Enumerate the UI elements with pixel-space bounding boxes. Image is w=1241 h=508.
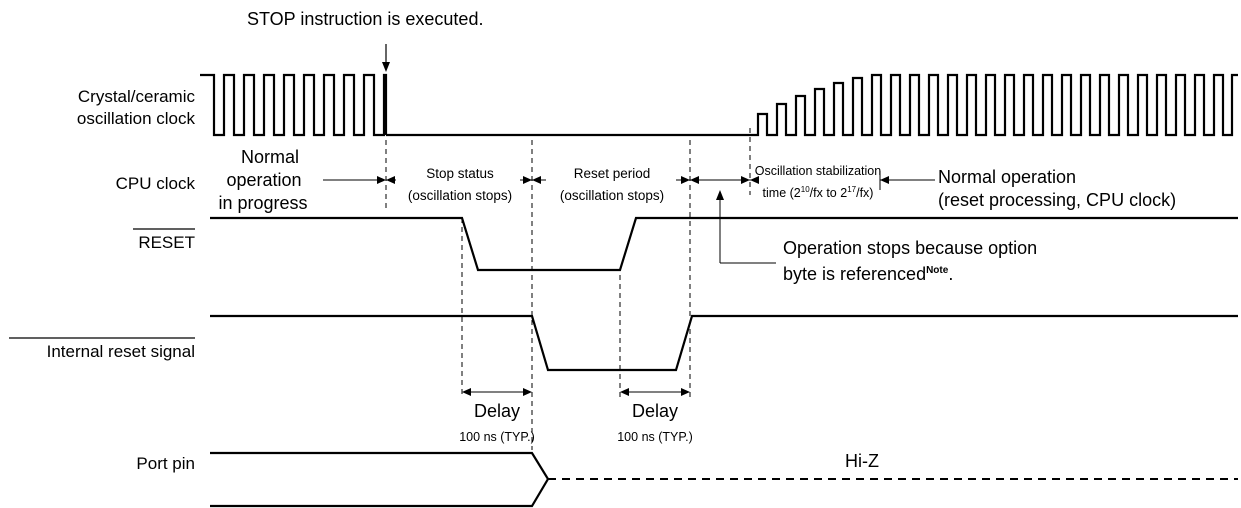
osc-waveform-before-stop: [200, 73, 388, 137]
internal-reset-waveform: [210, 314, 1238, 372]
stop-arrow-head: [382, 62, 390, 72]
diagram-title: STOP instruction is executed.: [247, 9, 483, 29]
arrowhead-normal-right: [377, 176, 386, 184]
delay1-value: 100 ns (TYP.): [459, 430, 535, 444]
arrowhead-opt-right: [741, 176, 750, 184]
osc-waveform-restart: [754, 73, 1238, 137]
internal-reset-label: Internal reset signal: [47, 342, 195, 361]
phase-normal-op-line2: (reset processing, CPU clock): [938, 190, 1176, 210]
arrowhead-stab-right: [880, 176, 889, 184]
delay1-arrow-left: [462, 388, 471, 396]
port-pin-label: Port pin: [136, 454, 195, 473]
phase-normal-op-line1: Normal operation: [938, 167, 1076, 187]
phase-stop-line2: (oscillation stops): [408, 188, 512, 203]
phase-osc-stab-line1: Oscillation stabilization: [755, 164, 881, 178]
crystal-label-line1: Crystal/ceramic: [78, 87, 196, 106]
hi-z-label: Hi-Z: [845, 451, 879, 471]
reset-label: RESET: [138, 233, 195, 252]
crystal-label-line2: oscillation clock: [77, 109, 196, 128]
delay2-arrow-left: [620, 388, 629, 396]
cpu-row-arrowheads: [377, 176, 889, 184]
note-line2: byte is referencedNote.: [783, 264, 953, 284]
arrowhead-stop-right: [523, 176, 532, 184]
delay1-label: Delay: [474, 401, 520, 421]
phase-normal-line2: operation: [226, 170, 301, 190]
arrowhead-stop-left: [386, 176, 395, 184]
arrowhead-stab-left: [750, 176, 759, 184]
arrowhead-reset-right: [681, 176, 690, 184]
delay2-value: 100 ns (TYP.): [617, 430, 693, 444]
phase-normal-line3: in progress: [218, 193, 307, 213]
phase-reset-line1: Reset period: [574, 166, 651, 181]
cpu-clock-label: CPU clock: [116, 174, 196, 193]
delay2-label: Delay: [632, 401, 678, 421]
delay-arrowheads: [462, 388, 690, 396]
note-superscript: Note: [926, 265, 949, 276]
reset-waveform: [210, 216, 1238, 272]
port-pin-bus: [210, 451, 550, 508]
reference-lines: [385, 128, 751, 450]
phase-stop-line1: Stop status: [426, 166, 494, 181]
delay2-arrow-right: [681, 388, 690, 396]
phase-normal-line1: Normal: [241, 147, 299, 167]
phase-reset-line2: (oscillation stops): [560, 188, 664, 203]
phase-osc-stab-line2: time (210/fx to 217/fx): [763, 185, 874, 200]
arrowhead-opt-left: [690, 176, 699, 184]
note-line1: Operation stops because option: [783, 238, 1037, 258]
delay1-arrow-right: [523, 388, 532, 396]
arrowhead-reset-left: [532, 176, 541, 184]
note-pointer-arrowhead: [716, 190, 724, 200]
